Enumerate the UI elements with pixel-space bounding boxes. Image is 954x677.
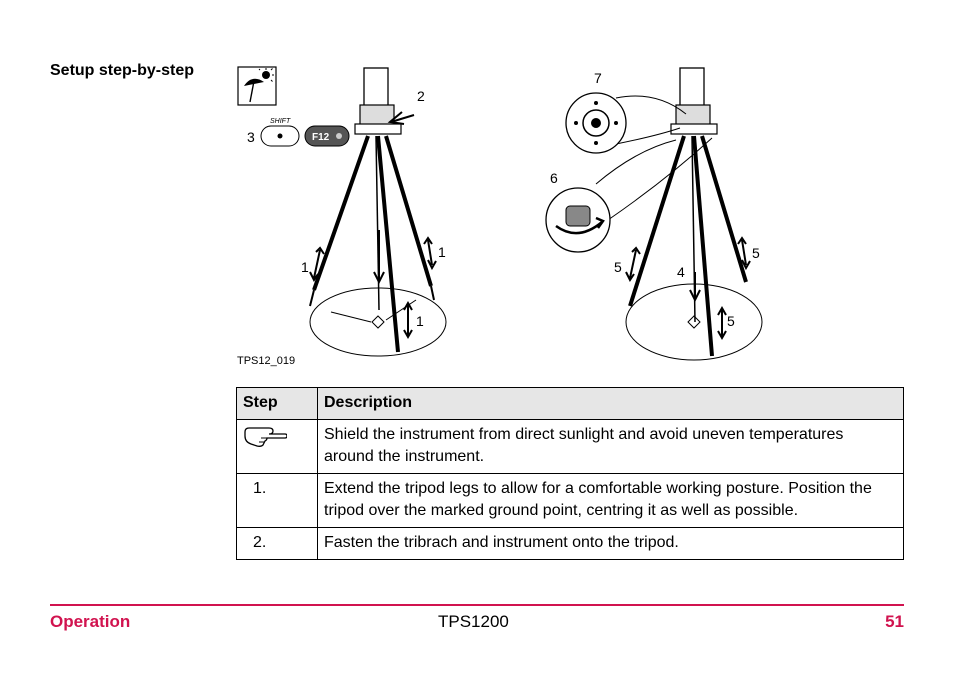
svg-text:7: 7 — [594, 70, 602, 86]
figure-caption: TPS12_019 — [237, 355, 296, 367]
footer-page-number: 51 — [885, 612, 904, 631]
shift-key-icon: SHIFT — [260, 118, 300, 147]
svg-text:1: 1 — [438, 244, 446, 260]
setup-illustration: SHIFT F12 — [237, 66, 763, 361]
footscrew-icon — [545, 187, 611, 253]
step-cell: 1. — [236, 473, 318, 528]
table-header-row: Step Description — [236, 387, 904, 420]
header-description: Description — [317, 387, 904, 420]
sun-umbrella-icon — [237, 66, 277, 106]
svg-text:SHIFT: SHIFT — [270, 118, 291, 125]
svg-text:5: 5 — [752, 245, 760, 261]
svg-text:6: 6 — [550, 170, 558, 186]
svg-text:3: 3 — [247, 129, 255, 145]
step-cell: 2. — [236, 527, 318, 560]
steps-table: Step Description Shield the instrument f… — [236, 387, 904, 560]
svg-text:2: 2 — [417, 88, 425, 104]
f12-key-icon: F12 — [304, 125, 350, 147]
svg-text:1: 1 — [301, 259, 309, 275]
svg-text:F12: F12 — [312, 132, 330, 143]
svg-text:5: 5 — [727, 313, 735, 329]
description-cell: Fasten the tribrach and instrument onto … — [317, 527, 904, 560]
right-tripod — [595, 67, 763, 361]
table-row: Shield the instrument from direct sunlig… — [236, 419, 904, 474]
footer-product: TPS1200 — [438, 612, 509, 631]
left-tripod — [309, 67, 447, 357]
section-title: Setup step-by-step — [50, 62, 195, 79]
pointing-hand-icon — [244, 427, 288, 447]
svg-text:1: 1 — [416, 313, 424, 329]
description-cell: Extend the tripod legs to allow for a co… — [317, 473, 904, 528]
header-step: Step — [236, 387, 318, 420]
svg-text:4: 4 — [677, 264, 685, 280]
table-row: 1. Extend the tripod legs to allow for a… — [236, 473, 904, 528]
description-cell: Shield the instrument from direct sunlig… — [317, 419, 904, 474]
svg-text:5: 5 — [614, 259, 622, 275]
footer-section: Operation — [50, 612, 131, 631]
step-cell — [236, 419, 318, 474]
circular-level-icon — [565, 92, 627, 154]
footer-divider — [50, 604, 904, 606]
table-row: 2. Fasten the tribrach and instrument on… — [236, 527, 904, 560]
